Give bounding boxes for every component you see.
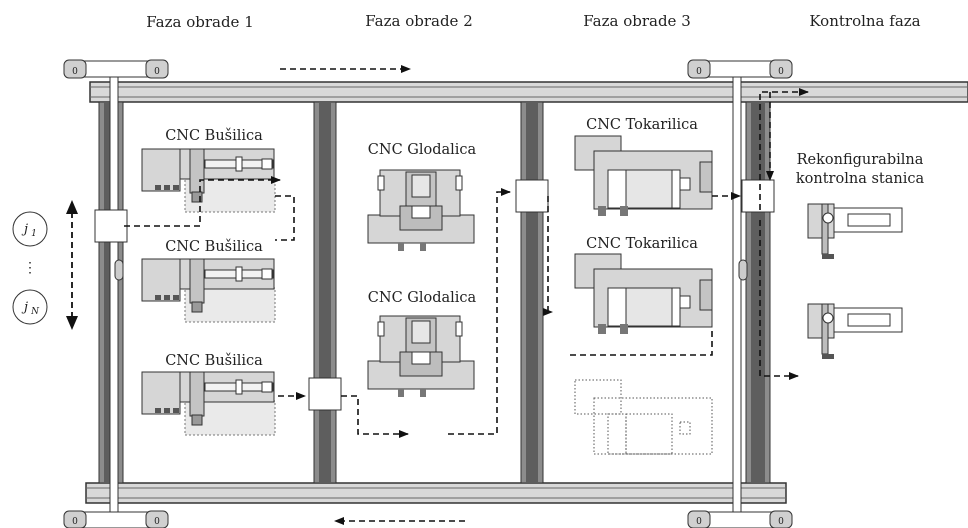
station-label-line-2: kontrolna stanica xyxy=(796,171,925,187)
wheel-mark: 0 xyxy=(72,67,78,77)
gantry-carriage-top-right: 0 0 xyxy=(687,59,793,79)
wheel-mark: 0 xyxy=(72,517,78,527)
roller-right xyxy=(738,259,748,281)
phase-2-label: Faza obrade 2 xyxy=(365,12,472,30)
top-rail xyxy=(89,81,968,103)
machine-label-mill-1: CNC Glodalica xyxy=(368,142,477,158)
machine-label-mill-2: CNC Glodalica xyxy=(368,290,477,306)
machine-label-drill-3: CNC Bušilica xyxy=(165,352,263,369)
cnc-mill-machine-2 xyxy=(367,315,475,397)
svg-text:j: j xyxy=(21,222,28,237)
svg-text:N: N xyxy=(30,307,40,317)
flow-path-lathe-loop xyxy=(570,328,713,356)
wheel-mark: 0 xyxy=(154,67,160,77)
bottom-rail xyxy=(85,482,787,504)
gripper-left xyxy=(94,209,128,243)
gantry-shaft-right xyxy=(732,63,742,528)
machine-label-drill-1: CNC Bušilica xyxy=(165,127,263,144)
gripper-control xyxy=(741,179,775,213)
roller-left xyxy=(114,259,124,281)
gantry-shaft-left xyxy=(109,63,119,528)
gantry-carriage-bottom-right: 0 0 xyxy=(687,510,793,528)
job-last: j N xyxy=(12,289,48,325)
conveyor-column-4 xyxy=(745,101,771,484)
conveyor-column-2 xyxy=(313,101,337,484)
svg-text:1: 1 xyxy=(31,229,37,239)
gripper-phase-2 xyxy=(308,377,342,411)
station-label-line-1: Rekonfigurabilna xyxy=(797,152,924,168)
wheel-mark: 0 xyxy=(696,517,702,527)
cnc-drill-machine-3 xyxy=(141,371,276,436)
flow-path-drill-input xyxy=(124,176,281,227)
job-first: j 1 xyxy=(12,211,48,247)
flow-path-to-phase-2 xyxy=(341,395,409,438)
machine-label-lathe-2: CNC Tokarilica xyxy=(586,236,698,252)
wheel-mark: 0 xyxy=(778,517,784,527)
wheel-mark: 0 xyxy=(778,67,784,77)
gantry-carriage-bottom-left: 0 0 xyxy=(63,510,169,528)
gantry-carriage-top-left: 0 0 xyxy=(63,59,169,79)
svg-text:j: j xyxy=(21,300,28,315)
job-move-arrow xyxy=(66,200,78,330)
flow-paths xyxy=(124,65,809,525)
cnc-lathe-machine-2 xyxy=(574,253,713,334)
flow-path-to-lathe xyxy=(543,196,553,316)
cnc-lathe-machine-1 xyxy=(574,135,713,216)
control-phase-label: Kontrolna faza xyxy=(809,12,920,30)
phase-1-label: Faza obrade 1 xyxy=(146,13,253,31)
gripper-phase-3 xyxy=(515,179,549,213)
wheel-mark: 0 xyxy=(154,517,160,527)
machine-label-drill-2: CNC Bušilica xyxy=(165,238,263,255)
flow-path-drill-link xyxy=(275,195,295,241)
control-station-device-2 xyxy=(807,303,903,359)
conveyor-column-3 xyxy=(520,101,544,484)
cnc-mill-machine-1 xyxy=(367,169,475,251)
placeholder-lathe-outline xyxy=(574,379,713,455)
cnc-drill-machine-2 xyxy=(141,258,276,323)
wheel-mark: 0 xyxy=(696,67,702,77)
flow-path-to-gripper-3 xyxy=(448,188,511,435)
machine-label-lathe-1: CNC Tokarilica xyxy=(586,117,698,133)
phase-3-label: Faza obrade 3 xyxy=(583,12,690,30)
flow-path-exit xyxy=(759,88,809,210)
control-station-device-1 xyxy=(807,203,903,259)
job-ellipsis: ⋮ xyxy=(23,260,37,276)
flow-path-to-station xyxy=(759,220,799,380)
